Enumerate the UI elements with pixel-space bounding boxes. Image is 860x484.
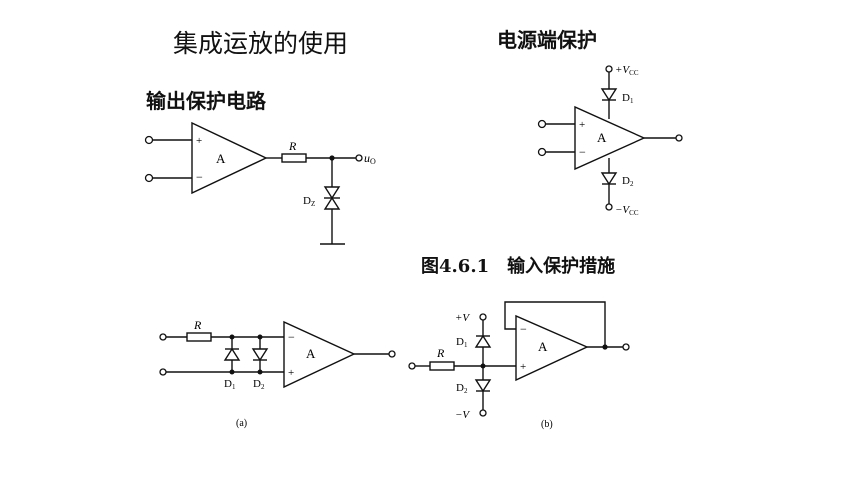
vcc-terminal (605, 65, 613, 73)
diode-d1 (223, 347, 241, 361)
op-amp (283, 320, 356, 389)
d2-label: D2 (456, 382, 468, 395)
subfigure-label-a: (a) (236, 418, 247, 429)
zener-diode (323, 186, 341, 210)
resistor (429, 361, 455, 371)
resistor-label: R (436, 346, 445, 360)
op-amp (574, 105, 646, 171)
output-protection-circuit: + − A R uO DZ (144, 121, 376, 245)
amp-label: A (538, 339, 548, 354)
diode-d1 (600, 88, 618, 102)
feedback-wire (504, 301, 606, 347)
input-terminal-1 (537, 119, 547, 129)
plus-v-label: +V (455, 312, 470, 324)
power-protection-circuit: +VCC D1 + − A D2 −VCC (537, 64, 683, 217)
output-terminal (388, 350, 396, 358)
zener-label: DZ (303, 195, 315, 208)
output-terminal (675, 134, 683, 142)
amp-label: A (216, 151, 226, 166)
amp-label: A (306, 346, 316, 361)
input-terminal-1 (144, 135, 154, 145)
d1-label: D1 (224, 378, 236, 391)
figure-caption: 图4.6.1 输入保护措施 (421, 252, 615, 278)
op-amp (515, 314, 589, 382)
minus-v-terminal (479, 409, 487, 417)
input-terminal-2 (144, 173, 154, 183)
plus-sign: + (196, 135, 202, 147)
diode-d1 (474, 334, 492, 348)
minus-v-label: −V (455, 409, 470, 421)
minus-sign: − (288, 330, 295, 344)
figure-number: 图4.6.1 (421, 256, 490, 277)
plus-v-terminal (479, 313, 487, 321)
amp-label: A (597, 130, 607, 145)
input-protection-circuit-a: R D1 D2 − + A (a) (159, 318, 396, 429)
output-terminal (622, 343, 630, 351)
vcc-label: +VCC (615, 64, 639, 77)
d1-label: D1 (456, 336, 468, 349)
diode-d2 (600, 172, 618, 186)
input-terminal-2 (537, 147, 547, 157)
resistor-label: R (288, 139, 297, 153)
plus-sign: + (520, 361, 526, 373)
op-amp (191, 121, 268, 195)
vee-label: −VCC (615, 204, 639, 217)
resistor (281, 153, 307, 163)
figure-caption-text: 输入保护措施 (507, 256, 616, 277)
input-terminal (408, 362, 416, 370)
plus-sign: + (579, 119, 585, 131)
resistor-label: R (193, 318, 202, 332)
plus-sign: + (288, 367, 294, 379)
output-protection-title: 输出保护电路 (146, 89, 266, 113)
diode-d2 (474, 379, 492, 393)
output-terminal (355, 154, 363, 162)
input-protection-circuit-b: +V D1 R D2 −V − + A (b) (408, 301, 630, 430)
vee-terminal (605, 203, 613, 211)
minus-sign: − (196, 170, 203, 184)
resistor (186, 332, 212, 342)
minus-sign: − (579, 145, 586, 159)
d2-label: D2 (253, 378, 265, 391)
minus-sign: − (520, 322, 527, 336)
power-protection-title: 电源端保护 (497, 28, 597, 52)
subfigure-label-b: (b) (541, 419, 553, 430)
d2-label: D2 (622, 175, 634, 188)
slide-title: 集成运放的使用 (173, 29, 349, 58)
output-label: uO (364, 151, 376, 166)
input-terminal-1 (159, 333, 167, 341)
d1-label: D1 (622, 92, 634, 105)
diode-d2 (251, 348, 269, 362)
input-terminal-2 (159, 368, 167, 376)
